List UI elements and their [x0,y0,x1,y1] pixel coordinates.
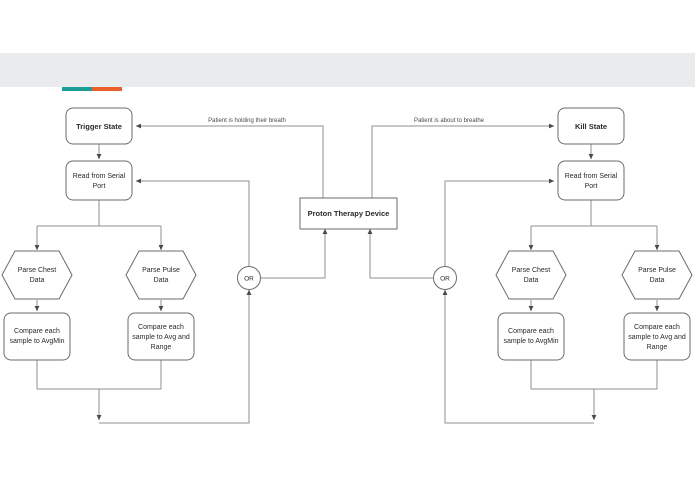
node-compare-avgmin-right-line1: Compare each [508,328,554,335]
node-trigger-state[interactable] [65,107,133,145]
node-proton-therapy-device[interactable] [299,197,398,230]
logo-orange-segment [92,87,122,91]
node-read-serial-left-line1: Read from Serial [73,173,126,180]
node-or-right-label: OR [440,276,450,283]
top-gray-band [0,53,695,87]
edge-label-about-to-breathe: Patient is about to breathe [414,118,485,124]
node-compare-range-left-line1: Compare each [138,324,184,331]
node-compare-range-left-line2: sample to Avg and [132,334,190,341]
node-compare-range-right-line3: Range [647,344,668,351]
edge-merge-to-or-right [442,289,594,424]
node-compare-avgmin-right[interactable] [497,312,565,361]
edge-or-to-serial-left [135,178,250,267]
node-parse-pulse-right-line1: Parse Pulse [638,267,676,274]
node-kill-state-label: Kill State [575,122,607,131]
node-parse-pulse-right[interactable] [621,250,693,300]
logo-teal-segment [62,87,92,91]
node-compare-avgmin-left[interactable] [3,312,71,361]
node-compare-avgmin-left-line2: sample to AvgMin [9,338,64,345]
node-trigger-state-label: Trigger State [76,122,122,131]
node-parse-chest-left-line1: Parse Chest [18,267,57,274]
edge-device-to-kill [371,123,555,198]
node-kill-state[interactable] [557,107,625,145]
edge-label-holding-breath: Patient is holding their breath [208,118,286,124]
node-or-right[interactable] [433,266,457,290]
logo-bar [62,87,122,91]
node-compare-avgmin-right-line2: sample to AvgMin [503,338,558,345]
node-read-serial-right-line1: Read from Serial [565,173,618,180]
node-compare-range-right-line2: sample to Avg and [628,334,686,341]
node-read-serial-left-line2: Port [93,183,106,190]
node-proton-therapy-device-label: Proton Therapy Device [308,209,390,218]
node-compare-range-right-line1: Compare each [634,324,680,331]
node-compare-range-left-line3: Range [151,344,172,351]
node-parse-pulse-left[interactable] [125,250,197,300]
node-compare-range-left[interactable] [127,312,195,361]
node-read-serial-right-line2: Port [585,183,598,190]
node-parse-pulse-left-line2: Data [154,277,169,284]
node-or-left[interactable] [237,266,261,290]
node-parse-chest-right[interactable] [495,250,567,300]
node-parse-chest-left[interactable] [1,250,73,300]
edge-or-to-serial-right [444,178,555,267]
edge-or-to-device-left [261,228,328,279]
node-read-serial-right[interactable] [557,160,625,201]
node-parse-chest-right-line1: Parse Chest [512,267,551,274]
edge-merge-to-or-left [99,289,252,424]
node-parse-chest-right-line2: Data [524,277,539,284]
edge-device-to-trigger [135,123,324,198]
node-parse-chest-left-line2: Data [30,277,45,284]
node-parse-pulse-right-line2: Data [650,277,665,284]
node-compare-range-right[interactable] [623,312,691,361]
edge-or-to-device-right [367,228,433,279]
node-parse-pulse-left-line1: Parse Pulse [142,267,180,274]
node-compare-avgmin-left-line1: Compare each [14,328,60,335]
node-or-left-label: OR [244,276,254,283]
node-read-serial-left[interactable] [65,160,133,201]
